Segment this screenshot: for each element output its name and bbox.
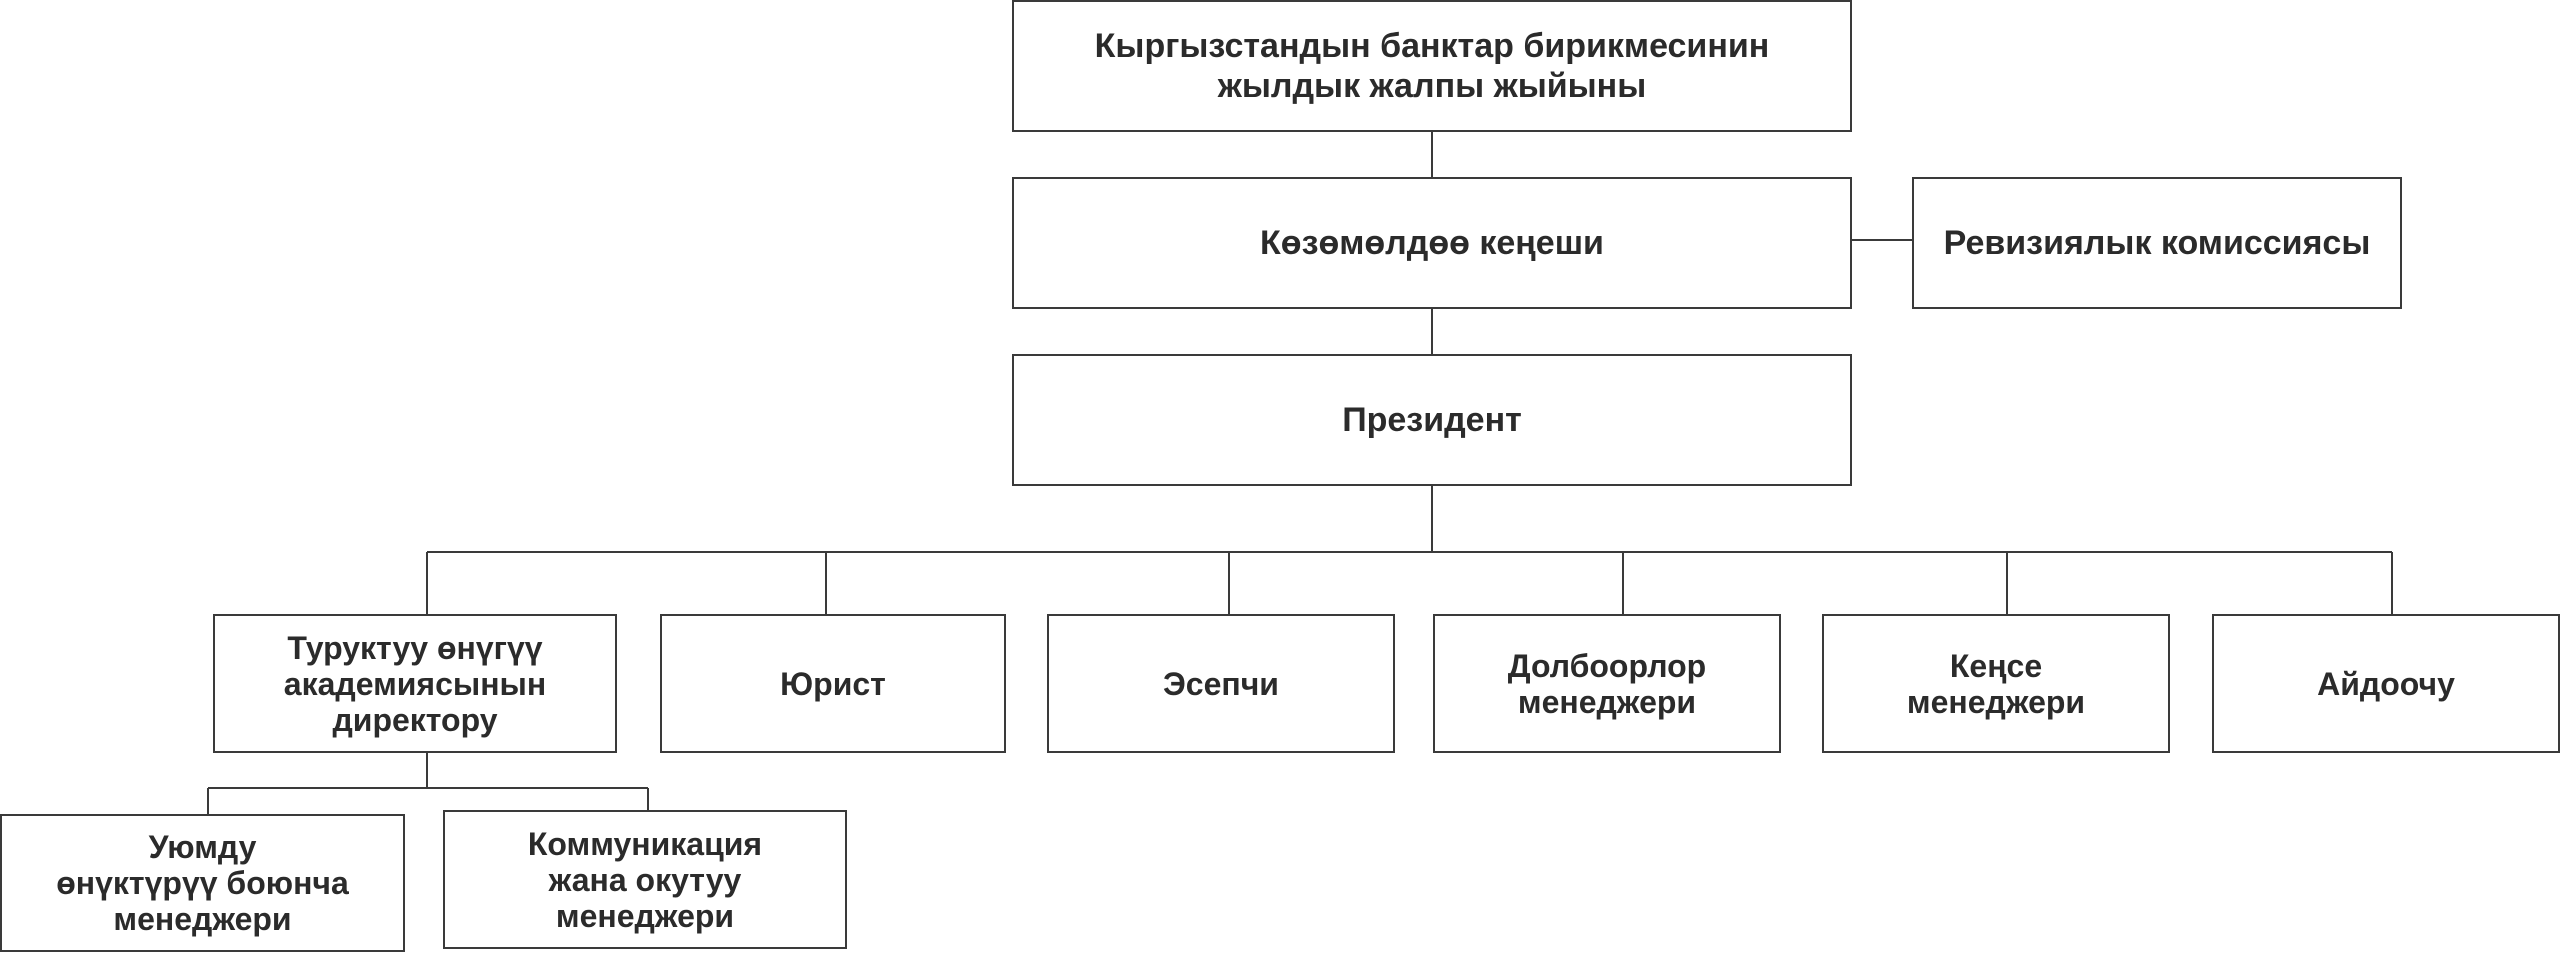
org-development-manager-box: Уюмду өнүктүрүү боюнча менеджери: [0, 814, 405, 952]
office-manager-box: Кеңсе менеджери: [1822, 614, 2170, 753]
driver-box: Айдоочу: [2212, 614, 2560, 753]
general-meeting-box: Кыргызстандын банктар бирикмесинин жылды…: [1012, 0, 1852, 132]
president-box: Президент: [1012, 354, 1852, 486]
audit-commission-box: Ревизиялык комиссиясы: [1912, 177, 2402, 309]
accountant-box: Эсепчи: [1047, 614, 1395, 753]
lawyer-box: Юрист: [660, 614, 1006, 753]
academy-director-box: Туруктуу өнүгүү академиясынын директору: [213, 614, 617, 753]
communication-manager-box: Коммуникация жана окутуу менеджери: [443, 810, 847, 949]
projects-manager-box: Долбоорлор менеджери: [1433, 614, 1781, 753]
supervisory-board-box: Көзөмөлдөө кеңеши: [1012, 177, 1852, 309]
